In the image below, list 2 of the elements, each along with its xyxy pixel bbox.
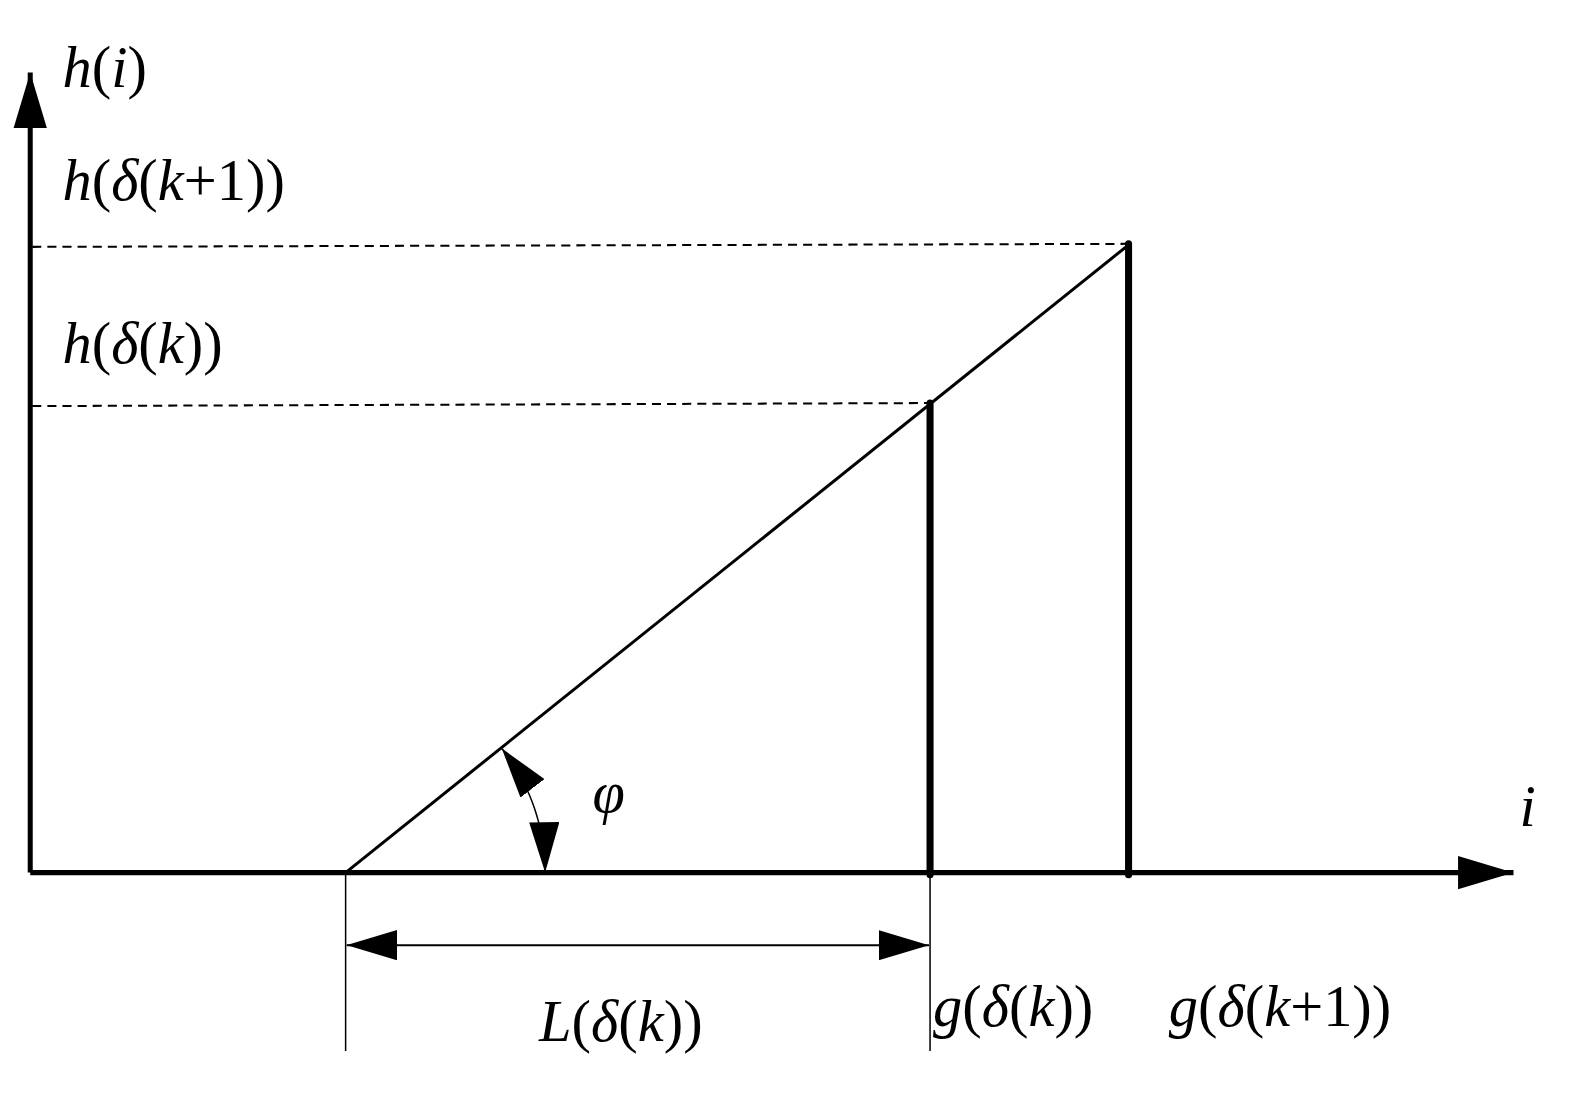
- axis-label: i: [1519, 777, 1536, 837]
- angle-label: φ: [592, 763, 625, 823]
